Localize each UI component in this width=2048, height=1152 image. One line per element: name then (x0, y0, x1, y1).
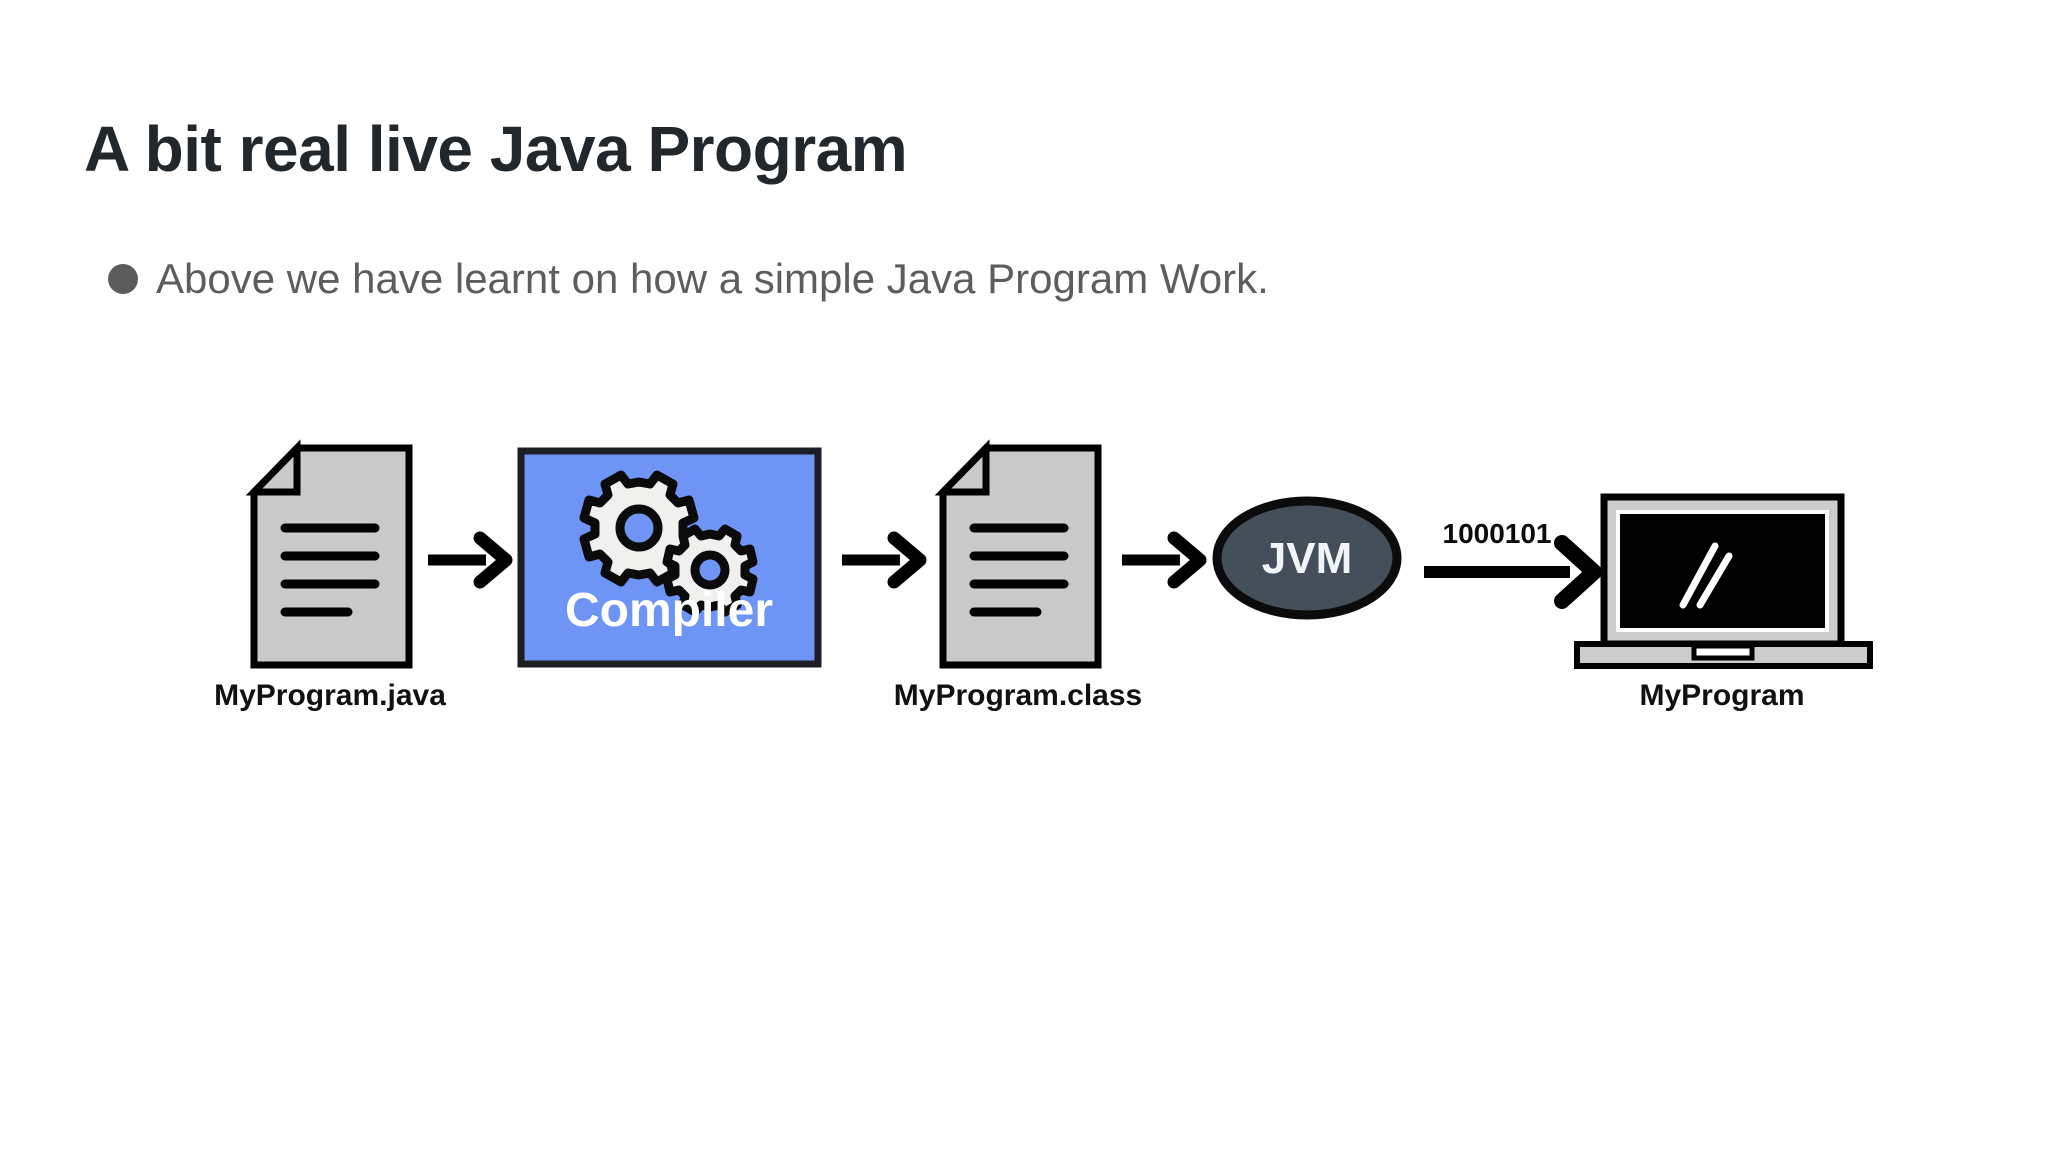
document-fold-icon (245, 439, 301, 496)
arrow-jvm-to-output (1424, 535, 1602, 609)
node-output-laptop[interactable] (1574, 493, 1873, 669)
document-fold-icon (934, 439, 990, 496)
page-title: A bit real live Java Program (84, 113, 908, 185)
node-jvm[interactable] (1212, 496, 1402, 620)
edge-label-binary: 1000101 (1442, 518, 1552, 549)
jvm-label: JVM (1261, 534, 1353, 583)
label-output-program: MyProgram (1639, 679, 1805, 712)
arrow-class-to-jvm (1122, 531, 1207, 589)
screen-slashes-icon (1679, 542, 1733, 609)
bullet-item-label: Above we have learnt on how a simple Jav… (156, 255, 1269, 302)
gears-icon (579, 470, 758, 617)
document-text-lines (969, 523, 1069, 617)
bullet-list-item: Above we have learnt on how a simple Jav… (108, 258, 1269, 300)
node-source-file[interactable] (245, 439, 413, 669)
arrow-compiler-to-class (842, 531, 927, 589)
laptop-trackpad (1691, 643, 1755, 661)
jvm-ellipse (1212, 496, 1402, 620)
label-source-file: MyProgram.java (214, 679, 446, 712)
node-compiler[interactable] (517, 447, 822, 668)
arrow-source-to-compiler (428, 531, 513, 589)
label-class-file: MyProgram.class (893, 679, 1143, 712)
bullet-marker-icon (108, 264, 138, 294)
node-class-file[interactable] (934, 439, 1102, 669)
compiler-box-label: Compiler (564, 584, 774, 637)
document-text-lines (280, 523, 380, 617)
